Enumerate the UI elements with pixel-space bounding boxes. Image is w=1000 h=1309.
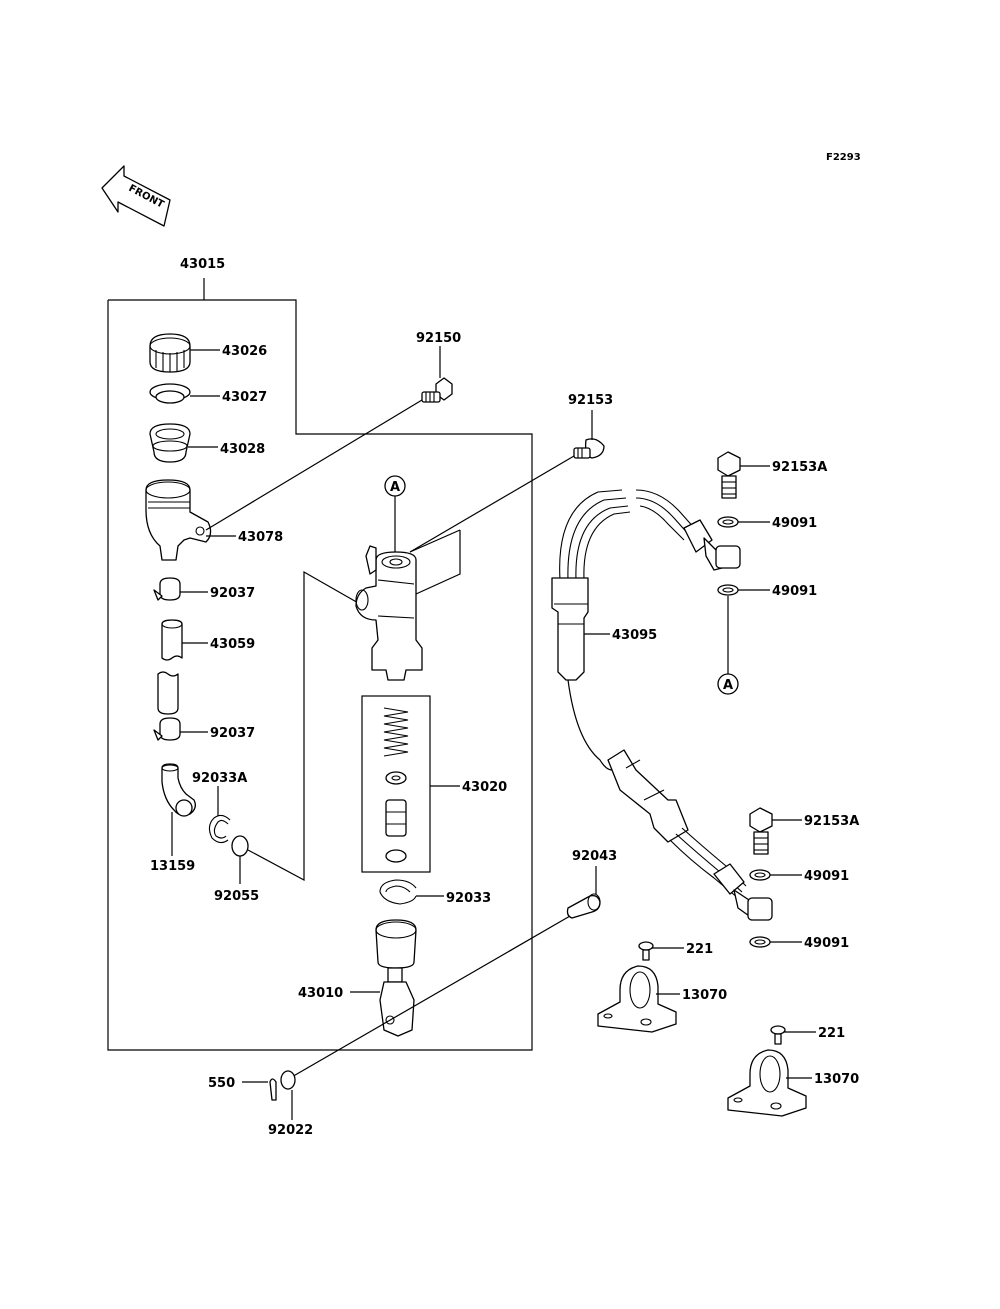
callout-a-right-label: A [723, 678, 733, 693]
part-49091-washer-b [717, 584, 739, 596]
part-43010-pushrod [375, 919, 417, 1037]
part-43078-reservoir [145, 479, 212, 561]
part-43059-hose [157, 619, 183, 715]
part-92033-circlip [379, 879, 417, 905]
label-43059: 43059 [210, 637, 255, 652]
label-92153: 92153 [568, 393, 613, 408]
label-92153A-lower: 92153A [804, 814, 859, 829]
label-43095: 43095 [612, 628, 657, 643]
part-92153-bolt [573, 438, 605, 459]
leader-92153 [409, 455, 575, 553]
part-92022-washer [280, 1070, 296, 1090]
part-43095-hose-lower [607, 749, 759, 919]
part-49091-washer-a [717, 516, 739, 528]
part-92037-clamp-lower [153, 717, 181, 741]
label-43078: 43078 [238, 530, 283, 545]
part-43028-diaphragm [149, 423, 191, 463]
part-92150-bolt [421, 377, 453, 403]
part-550-cotter-pin [269, 1078, 277, 1101]
leader-92055 [247, 570, 361, 882]
label-49091-c: 49091 [804, 869, 849, 884]
label-43020: 43020 [462, 780, 507, 795]
label-13070-upper: 13070 [682, 988, 727, 1003]
part-92153A-banjo-bolt-lower [749, 807, 773, 855]
assembly-bracket [107, 278, 533, 1051]
figure-code: F2293 [826, 152, 861, 163]
callout-a-top-label: A [390, 480, 400, 495]
part-49091-washer-d [749, 936, 771, 948]
part-43020-piston-kit [383, 707, 409, 863]
label-49091-a: 49091 [772, 516, 817, 531]
label-43026: 43026 [222, 344, 267, 359]
kit-43020-box [361, 695, 431, 873]
label-49091-b: 49091 [772, 584, 817, 599]
part-43026-cap [149, 333, 191, 373]
part-13159-elbow [161, 763, 196, 817]
label-13159: 13159 [150, 859, 195, 874]
part-92043-pin [566, 893, 601, 919]
part-92055-oring [231, 835, 249, 857]
part-92153A-banjo-bolt-upper [717, 451, 741, 499]
label-13070-lower: 13070 [814, 1072, 859, 1087]
label-92033A: 92033A [192, 771, 247, 786]
leader-92043 [289, 915, 571, 1079]
label-92037-upper: 92037 [210, 586, 255, 601]
label-550: 550 [208, 1076, 235, 1091]
label-92037-lower: 92037 [210, 726, 255, 741]
label-43027: 43027 [222, 390, 267, 405]
label-92055: 92055 [214, 889, 259, 904]
part-221-screw-lower [770, 1025, 786, 1045]
part-master-cylinder-body [355, 545, 423, 681]
part-banjo-eye-upper [715, 545, 741, 569]
label-49091-d: 49091 [804, 936, 849, 951]
part-43027-plate [149, 383, 191, 404]
leader-92150 [205, 399, 423, 531]
label-92033: 92033 [446, 891, 491, 906]
part-banjo-eye-lower [747, 897, 773, 921]
label-43015: 43015 [180, 257, 225, 272]
part-13070-clamp-lower [727, 1049, 807, 1117]
callout-a-right [717, 673, 739, 695]
part-92033A-circlip [208, 814, 231, 844]
label-221-upper: 221 [686, 942, 713, 957]
part-221-screw-upper [638, 941, 654, 961]
label-92153A-upper: 92153A [772, 460, 827, 475]
label-92043: 92043 [572, 849, 617, 864]
part-13070-clamp-upper [597, 965, 677, 1033]
part-49091-washer-c [749, 869, 771, 881]
label-92022: 92022 [268, 1123, 313, 1138]
label-43028: 43028 [220, 442, 265, 457]
part-92037-clamp-upper [153, 577, 181, 601]
label-43010: 43010 [298, 986, 343, 1001]
front-arrow-icon: FRONT [101, 165, 171, 227]
label-221-lower: 221 [818, 1026, 845, 1041]
label-92150: 92150 [416, 331, 461, 346]
leader-cylinder-43015 [415, 530, 461, 595]
